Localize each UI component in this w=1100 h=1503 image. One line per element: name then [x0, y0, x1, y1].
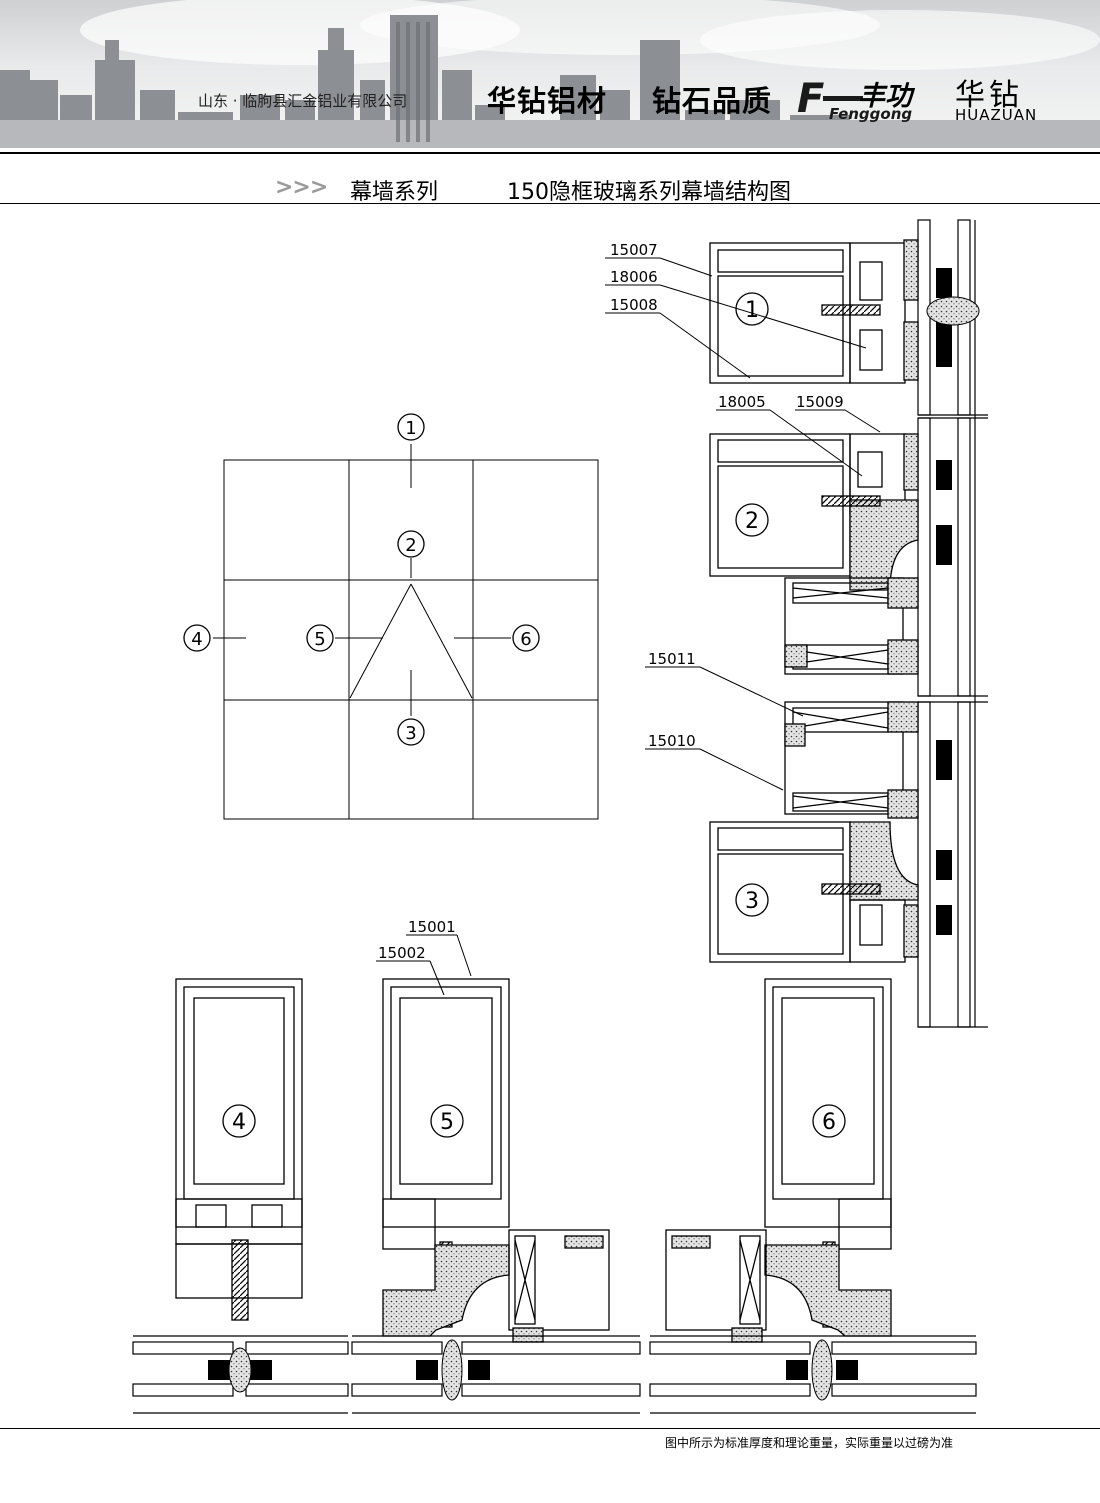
drawing-title: 150隐框玻璃系列幕墙结构图: [507, 180, 791, 205]
label-15002: 15002: [378, 944, 426, 962]
title-arrows: >>>: [275, 175, 328, 200]
label-15009: 15009: [796, 393, 844, 411]
section-2-marker: 2: [735, 503, 769, 537]
svg-text:1: 1: [405, 418, 416, 439]
glass-spacers: [936, 268, 952, 935]
svg-text:5: 5: [440, 1110, 454, 1135]
section-4-profile: [175, 978, 303, 1321]
header-banner: 山东 · 临朐县汇金铝业有限公司 华钻铝材 钻石品质 F Fenggong 丰功…: [0, 0, 1100, 148]
weather-seal-2: [228, 1347, 252, 1393]
section-5-marker: 5: [430, 1104, 464, 1138]
label-15010: 15010: [648, 732, 696, 750]
svg-text:2: 2: [745, 509, 759, 534]
label-18006: 18006: [610, 268, 658, 286]
svg-text:4: 4: [232, 1110, 246, 1135]
svg-text:2: 2: [405, 535, 416, 556]
section-marker-4: 4: [183, 624, 211, 652]
weather-seal-1: [926, 296, 980, 326]
slogan-brand: 华钻铝材: [487, 84, 608, 118]
structural-silicone-5: [441, 1339, 463, 1401]
fenggong-logo: F Fenggong: [797, 76, 912, 122]
section-5-profile: [382, 978, 610, 1343]
header-rule: [0, 152, 1100, 154]
section-middle-profile: [784, 701, 919, 819]
section-marker-6: 6: [512, 624, 540, 652]
section-6-profile: [665, 978, 892, 1343]
part-leader-lines: [376, 257, 881, 996]
svg-text:3: 3: [745, 889, 759, 914]
svg-text:5: 5: [314, 629, 325, 650]
svg-text:F: F: [797, 76, 824, 122]
svg-text:4: 4: [191, 629, 202, 650]
section-marker-2: 2: [397, 530, 425, 558]
label-15011: 15011: [648, 650, 696, 668]
slogan-quality: 钻石品质: [652, 84, 773, 118]
company-name: 山东 · 临朐县汇金铝业有限公司: [198, 92, 408, 110]
logo-en: Fenggong: [829, 105, 912, 122]
footer-rule: [0, 1428, 1100, 1429]
structural-silicone-6: [811, 1339, 833, 1401]
section-marker-5: 5: [306, 624, 334, 652]
svg-text:3: 3: [405, 723, 416, 744]
glass-panels-vertical: [917, 219, 988, 1028]
section-3-marker: 3: [735, 883, 769, 917]
section-6-marker: 6: [812, 1104, 846, 1138]
section-4-marker: 4: [222, 1104, 256, 1138]
footer-note: 图中所示为标准厚度和理论重量，实际重量以过磅为准: [665, 1436, 954, 1450]
brand-en: HUAZUAN: [955, 106, 1038, 124]
elevation-grid: [213, 444, 599, 820]
city-skyline-image: [0, 0, 1100, 148]
brand-cn: 华钻: [955, 78, 1023, 113]
svg-text:6: 6: [822, 1110, 836, 1135]
section-3-profile: [709, 821, 919, 963]
logo-cn: 丰功: [858, 81, 912, 112]
section-marker-3: 3: [397, 718, 425, 746]
svg-text:1: 1: [745, 298, 759, 323]
section-1-profile: [709, 239, 919, 384]
series-name: 幕墙系列: [350, 180, 439, 205]
glass-panels-horizontal: [132, 1335, 977, 1414]
section-marker-1: 1: [397, 413, 425, 441]
svg-text:6: 6: [520, 629, 531, 650]
label-15008: 15008: [610, 296, 658, 314]
label-15001: 15001: [408, 918, 456, 936]
title-rule: [0, 203, 1100, 204]
glass-spacers-horizontal: [208, 1360, 858, 1380]
label-18005: 18005: [718, 393, 766, 411]
section-2-profile: [709, 433, 919, 675]
part-labels: 15007 18006 15008 18005 15009 15011 1501…: [378, 241, 844, 962]
section-1-marker: 1: [735, 292, 769, 326]
label-15007: 15007: [610, 241, 658, 259]
